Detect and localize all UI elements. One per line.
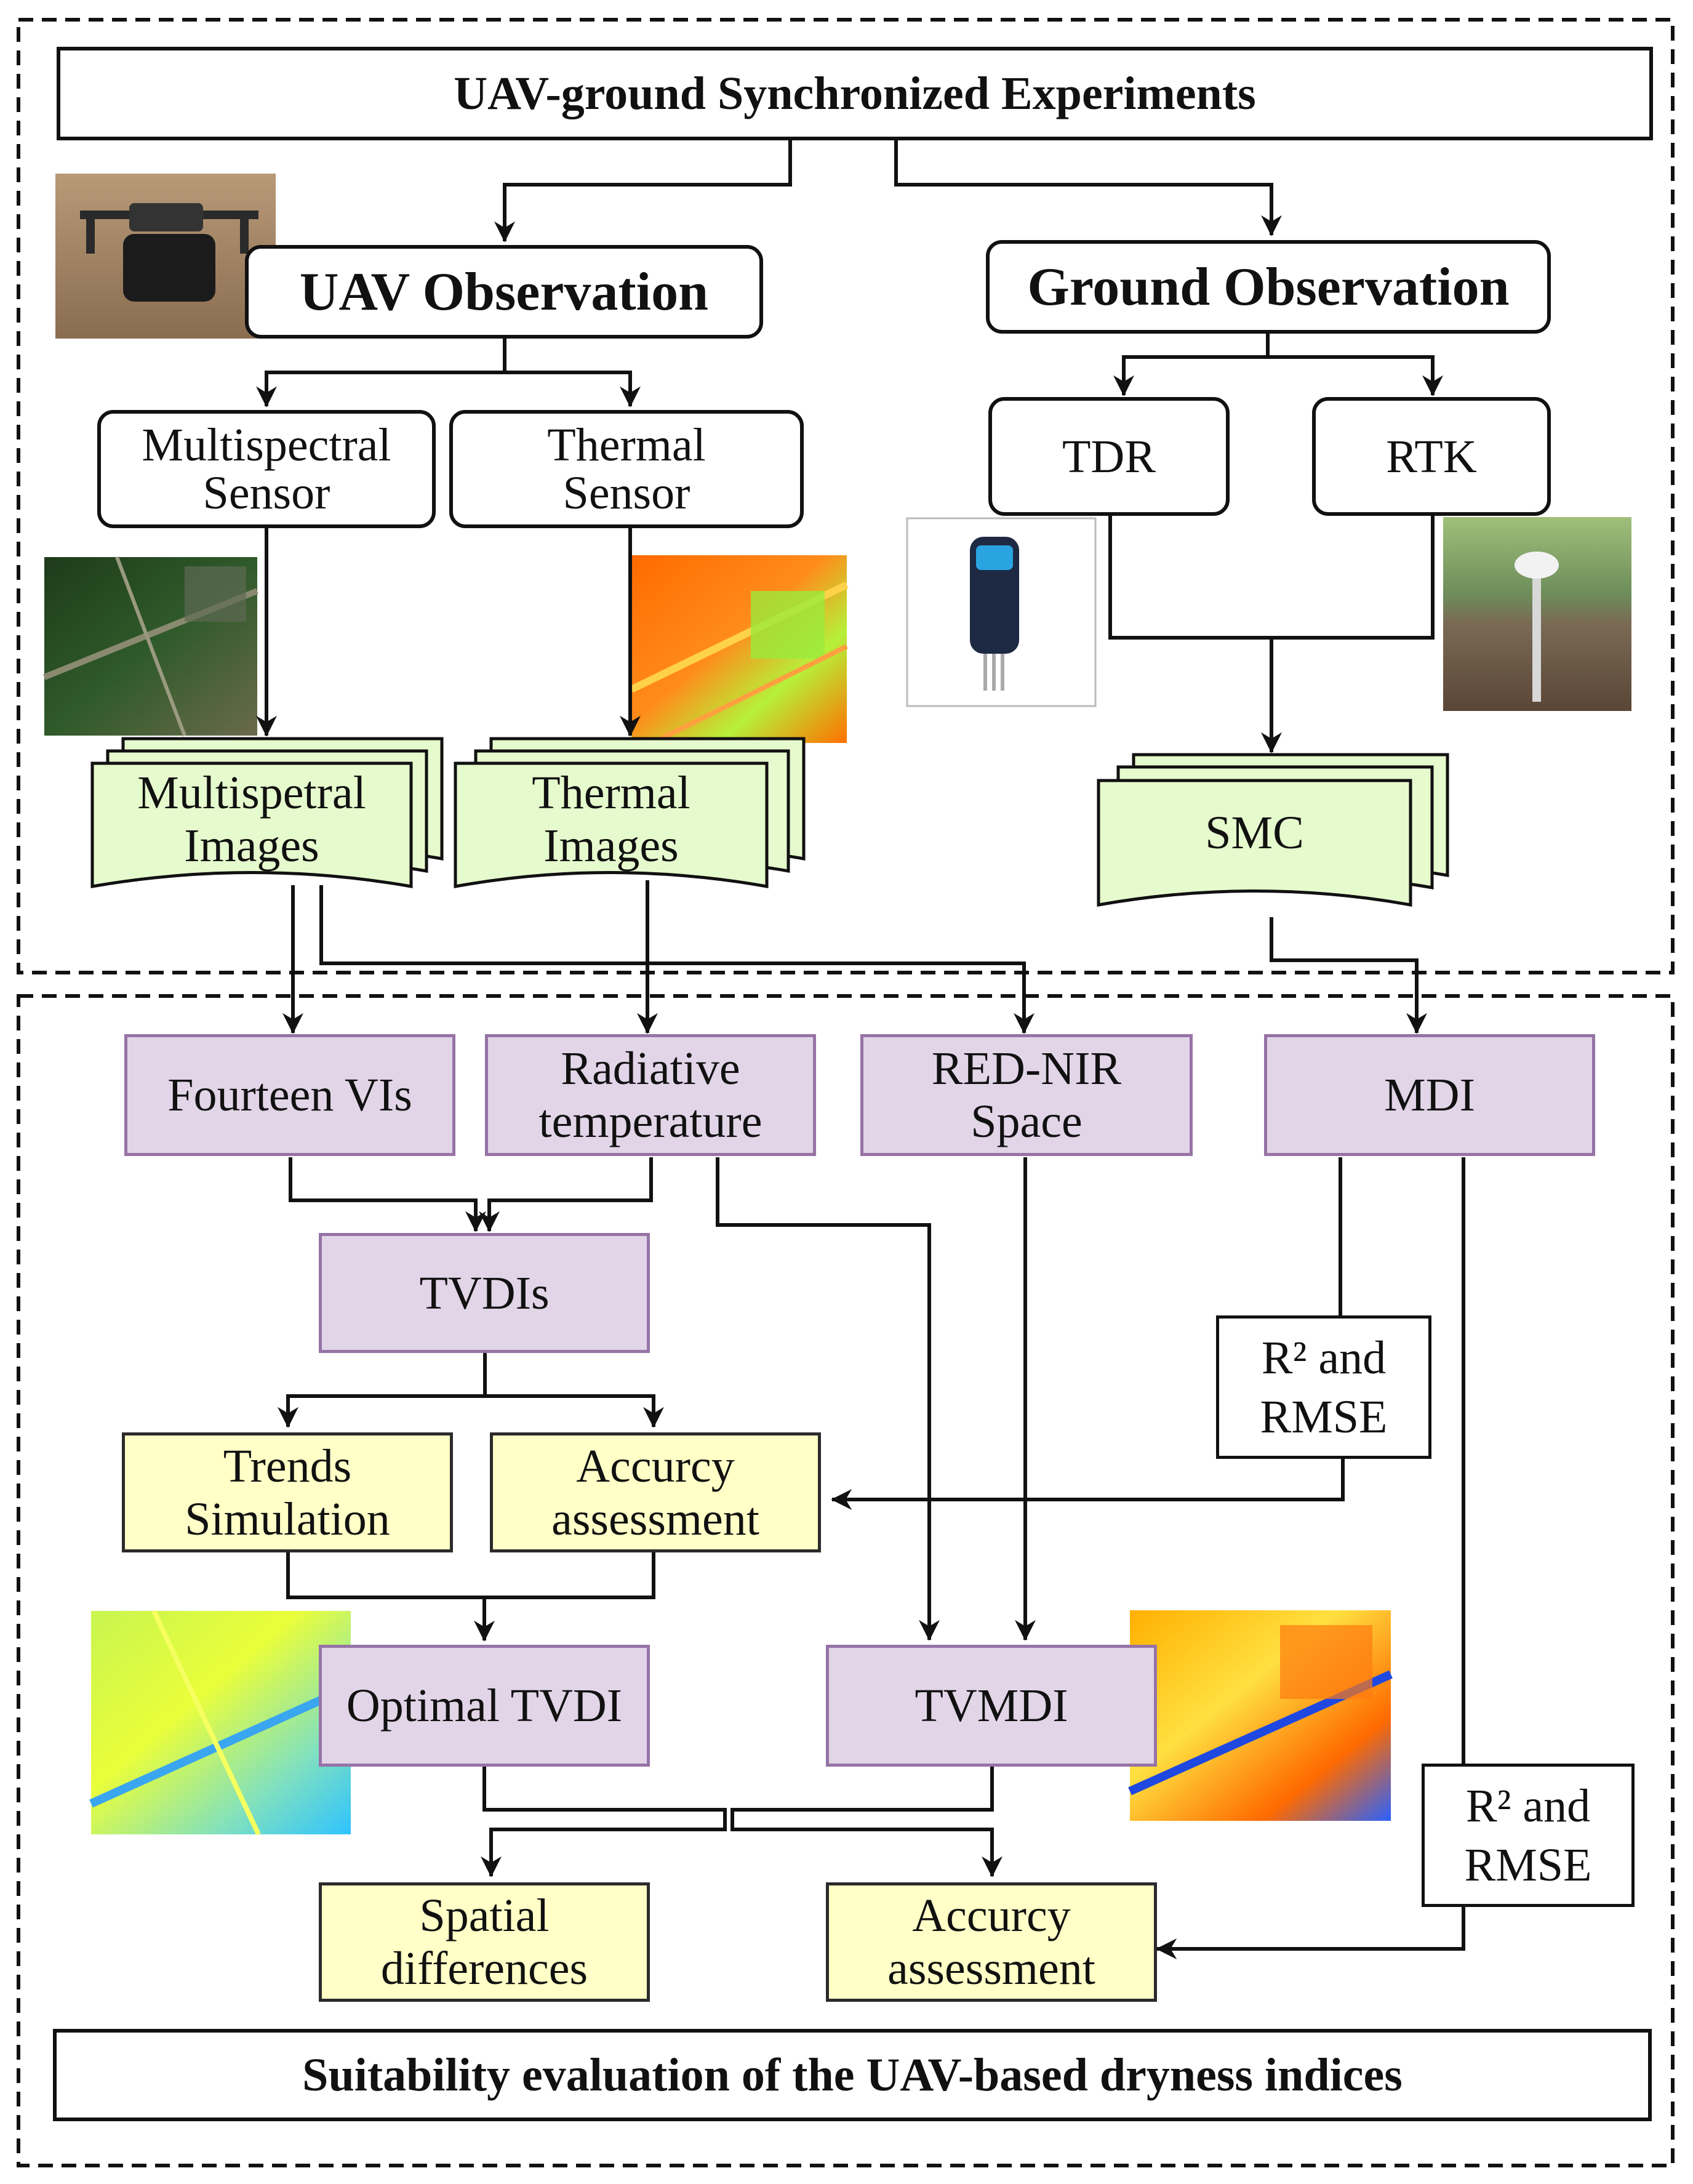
rtk-label: RTK [1386, 430, 1477, 483]
tvmdi-map [1128, 1610, 1393, 1821]
red-nir-space-label: RED-NIR Space [931, 1043, 1122, 1147]
spatial-differences-label: Spatial differences [380, 1890, 588, 1994]
uav-observation-label: UAV Observation [299, 262, 709, 322]
mdi-box: MDI [1264, 1034, 1595, 1156]
radiative-temperature-box: Radiative temperature [485, 1034, 816, 1156]
mdi-label: MDI [1384, 1069, 1475, 1121]
smc-label: SMC [1205, 807, 1304, 859]
tvmdi-box: TVMDI [826, 1645, 1157, 1767]
accuracy-assessment-box-1: Accurcy assessment [490, 1432, 821, 1552]
tdr-label: TDR [1062, 430, 1156, 483]
tvdis-label: TVDIs [419, 1267, 550, 1319]
multispectral-sensor-box: Multispectral Sensor [97, 410, 436, 528]
trends-simulation-box: Trends Simulation [122, 1432, 453, 1552]
accuracy-assessment-box-2: Accurcy assessment [826, 1882, 1157, 2002]
tdr-box: TDR [988, 397, 1230, 516]
red-nir-space-box: RED-NIR Space [860, 1034, 1193, 1156]
lower-section-frame [17, 994, 1675, 2167]
thermal-sensor-label: Thermal Sensor [547, 419, 706, 519]
multispectral-rgb-map [43, 556, 258, 737]
multispectral-images-doc [90, 737, 444, 888]
rtk-receiver-photo [1443, 517, 1631, 711]
trends-simulation-label: Trends Simulation [185, 1440, 390, 1545]
connectors [256, 140, 1465, 1959]
fourteen-vis-box: Fourteen VIs [124, 1034, 455, 1156]
spatial-differences-box: Spatial differences [319, 1882, 650, 2002]
thermal-sensor-box: Thermal Sensor [449, 410, 804, 528]
radiative-temperature-label: Radiative temperature [538, 1043, 762, 1147]
fourteen-vis-label: Fourteen VIs [167, 1069, 412, 1121]
accuracy-assessment-label-2: Accurcy assessment [887, 1890, 1095, 1994]
suitability-title-box: Suitability evaluation of the UAV-based … [53, 2029, 1652, 2121]
upper-section-frame [17, 18, 1675, 974]
multispectral-sensor-label: Multispectral Sensor [142, 419, 391, 519]
ground-observation-box: Ground Observation [986, 240, 1551, 334]
optimal-tvdi-map [89, 1610, 353, 1836]
tvmdi-label: TVMDI [915, 1680, 1068, 1732]
thermal-images-label: Thermal Images [532, 767, 690, 872]
r2-rmse-label-1: R² and RMSE [1260, 1331, 1388, 1443]
thermal-map [630, 555, 849, 745]
experiments-title: UAV-ground Synchronized Experiments [454, 67, 1256, 119]
multispectral-images-label: Multispetral Images [137, 767, 366, 872]
tvdis-box: TVDIs [319, 1233, 650, 1353]
thermal-images-doc [454, 737, 806, 888]
tdr-probe-photo [906, 517, 1097, 707]
r2-rmse-box-2: R² and RMSE [1422, 1764, 1635, 1907]
rtk-box: RTK [1312, 397, 1551, 516]
optimal-tvdi-box: Optimal TVDI [319, 1645, 650, 1767]
accuracy-assessment-label-1: Accurcy assessment [551, 1440, 759, 1545]
optimal-tvdi-label: Optimal TVDI [346, 1680, 623, 1732]
r2-rmse-label-2: R² and RMSE [1464, 1780, 1592, 1891]
suitability-title: Suitability evaluation of the UAV-based … [302, 2049, 1403, 2101]
r2-rmse-box-1: R² and RMSE [1216, 1315, 1431, 1459]
experiments-title-box: UAV-ground Synchronized Experiments [57, 47, 1653, 140]
drone-photo [55, 174, 276, 339]
uav-observation-box: UAV Observation [245, 245, 763, 339]
smc-doc [1097, 753, 1449, 907]
ground-observation-label: Ground Observation [1027, 257, 1510, 317]
